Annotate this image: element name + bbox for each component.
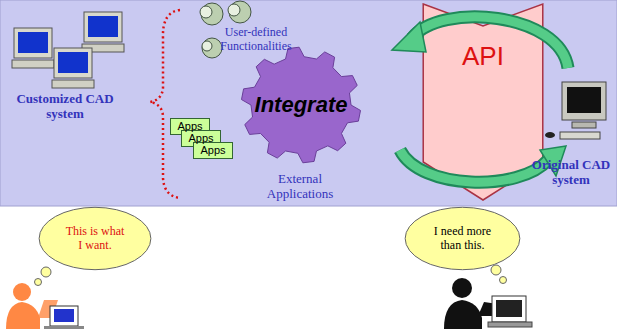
original-computer [545, 82, 606, 139]
node-content: Apps [182, 131, 220, 146]
node-content: I need more than this. [404, 206, 521, 271]
speech-bubble: This is what I want. [38, 206, 152, 271]
arrow-head [392, 22, 426, 52]
api-arrow: API [422, 2, 544, 202]
system-label: Customized CAD system [8, 92, 122, 122]
node-content: Apps [171, 119, 209, 134]
node-text: Apps [200, 144, 225, 157]
person-right [444, 278, 532, 329]
ellipse-shape [39, 207, 151, 269]
node-text: This is what I want. [64, 225, 126, 253]
node-content: Integrate [240, 46, 362, 164]
icon-label: External Applications [252, 172, 348, 202]
icon-label: User-defined Functionalities [200, 26, 312, 54]
integrate-gear: Integrate [240, 46, 362, 164]
node-text: API [462, 42, 504, 72]
speech-bubble: I need more than this. [404, 206, 521, 271]
node-content: API [422, 2, 544, 202]
system-label: Original CAD system [529, 158, 613, 188]
bracket [150, 10, 180, 198]
node-text: Integrate [255, 92, 348, 117]
person-left [6, 283, 84, 329]
node-text: Apps [188, 132, 213, 145]
app-note: Apps [193, 142, 233, 159]
panel [0, 0, 617, 206]
node-text: I need more than this. [431, 225, 495, 253]
node-content: This is what I want. [38, 206, 152, 271]
computer-group [12, 12, 124, 88]
node-content: Apps [194, 143, 232, 158]
gear-shape [241, 47, 360, 163]
ellipse-shape [405, 207, 520, 269]
node-text: Apps [177, 120, 202, 133]
